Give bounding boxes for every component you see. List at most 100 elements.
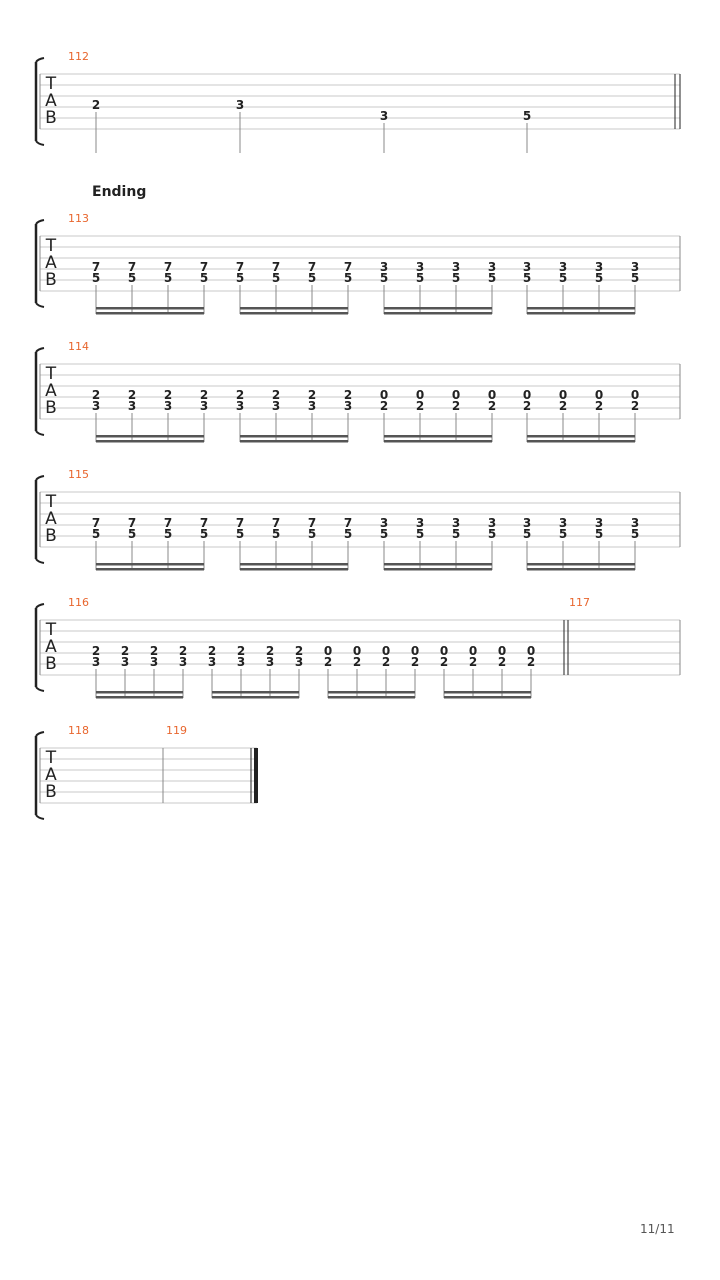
tab-clef-t: T (45, 492, 57, 512)
beam (96, 435, 204, 438)
tab-clef-t: T (45, 236, 57, 256)
beam (527, 440, 635, 443)
fret-number: 3 (92, 399, 100, 413)
tab-clef-t: T (45, 364, 57, 384)
fret-number: 2 (488, 399, 496, 413)
bracket-bottom-hook (35, 140, 45, 146)
fret-number: 3 (488, 516, 496, 530)
tab-clef-b: B (45, 398, 57, 418)
fret-number: 3 (92, 655, 100, 669)
tab-clef-t: T (45, 74, 57, 94)
beam (328, 696, 415, 699)
fret-number: 3 (416, 260, 424, 274)
measure-number: 113 (68, 212, 89, 225)
beam (96, 307, 204, 310)
measure-number: 117 (569, 596, 590, 609)
beam (527, 312, 635, 315)
fret-number: 3 (380, 109, 388, 123)
tab-clef-b: B (45, 270, 57, 290)
bracket-top-hook (35, 57, 45, 63)
beam (384, 440, 492, 443)
beam (96, 440, 204, 443)
tab-clef-a: A (45, 637, 57, 657)
tab-clef-b: B (45, 654, 57, 674)
tab-system: TABEnding1137575757575757575353535353535… (34, 184, 681, 315)
fret-number: 2 (308, 388, 316, 402)
beam (527, 568, 635, 571)
fret-number: 2 (523, 399, 531, 413)
tab-clef-t: T (45, 620, 57, 640)
fret-number: 7 (128, 516, 136, 530)
fret-number: 5 (631, 271, 639, 285)
beam (328, 691, 415, 694)
fret-number: 5 (344, 271, 352, 285)
fret-number: 5 (416, 271, 424, 285)
fret-number: 7 (344, 260, 352, 274)
section-label: Ending (92, 184, 146, 200)
tab-clef-a: A (45, 253, 57, 273)
fret-number: 7 (272, 516, 280, 530)
measure-number: 119 (166, 724, 187, 737)
fret-number: 3 (380, 516, 388, 530)
tab-clef-b: B (45, 526, 57, 546)
fret-number: 2 (353, 655, 361, 669)
bracket-top-hook (35, 603, 45, 609)
fret-number: 7 (128, 260, 136, 274)
fret-number: 7 (92, 516, 100, 530)
fret-number: 5 (272, 527, 280, 541)
beam (384, 563, 492, 566)
bracket-bottom-hook (35, 558, 45, 564)
fret-number: 5 (595, 271, 603, 285)
fret-number: 3 (272, 399, 280, 413)
fret-number: 5 (523, 109, 531, 123)
fret-number: 2 (150, 644, 158, 658)
fret-number: 2 (324, 655, 332, 669)
fret-number: 5 (559, 527, 567, 541)
fret-number: 2 (92, 644, 100, 658)
fret-number: 7 (200, 516, 208, 530)
beam (96, 696, 183, 699)
fret-number: 0 (452, 388, 460, 402)
fret-number: 2 (382, 655, 390, 669)
fret-number: 3 (595, 260, 603, 274)
fret-number: 0 (527, 644, 535, 658)
fret-number: 7 (236, 260, 244, 274)
final-barline-thick (254, 748, 258, 803)
fret-number: 5 (523, 527, 531, 541)
fret-number: 5 (631, 527, 639, 541)
beam (96, 312, 204, 315)
fret-number: 2 (344, 388, 352, 402)
fret-number: 3 (164, 399, 172, 413)
beam (384, 568, 492, 571)
bracket-bottom-hook (35, 302, 45, 308)
fret-number: 5 (164, 527, 172, 541)
fret-number: 5 (595, 527, 603, 541)
beam (96, 568, 204, 571)
fret-number: 3 (488, 260, 496, 274)
tab-clef-b: B (45, 108, 57, 128)
fret-number: 0 (559, 388, 567, 402)
fret-number: 3 (308, 399, 316, 413)
fret-number: 5 (452, 527, 460, 541)
fret-number: 0 (440, 644, 448, 658)
fret-number: 7 (344, 516, 352, 530)
fret-number: 2 (272, 388, 280, 402)
measure-number: 114 (68, 340, 89, 353)
fret-number: 5 (128, 527, 136, 541)
tab-clef-a: A (45, 509, 57, 529)
beam (527, 307, 635, 310)
fret-number: 3 (523, 516, 531, 530)
beam (240, 568, 348, 571)
fret-number: 0 (523, 388, 531, 402)
fret-number: 3 (452, 516, 460, 530)
fret-number: 2 (295, 644, 303, 658)
fret-number: 2 (200, 388, 208, 402)
beam (444, 696, 531, 699)
bracket-bottom-hook (35, 814, 45, 820)
beam (96, 691, 183, 694)
tab-clef-t: T (45, 748, 57, 768)
fret-number: 5 (236, 271, 244, 285)
